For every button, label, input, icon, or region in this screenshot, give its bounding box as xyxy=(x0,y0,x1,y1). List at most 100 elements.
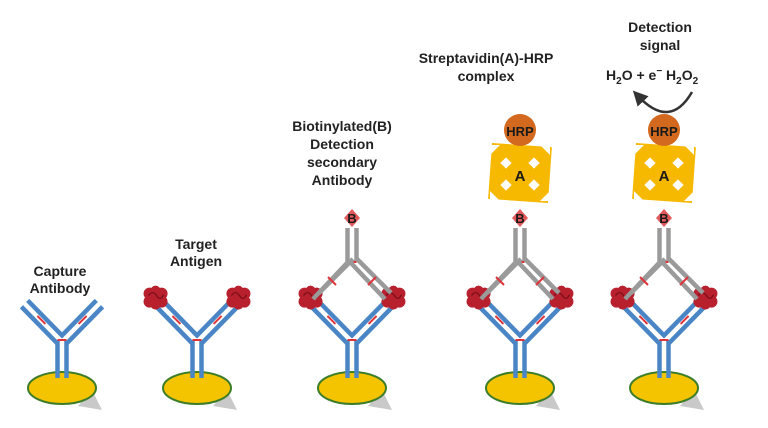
plate-biotinylated-shadow xyxy=(368,390,392,410)
capture-antibody-2-hinge-right xyxy=(367,315,378,325)
streptavidin-cleft xyxy=(672,157,684,169)
detection-hinge-arm xyxy=(639,276,649,286)
biotin-3: B xyxy=(512,209,528,227)
detection-hinge-arm xyxy=(327,276,337,286)
capture-antibody-1-hinge-left xyxy=(171,315,182,325)
biotin-diamond xyxy=(656,209,672,227)
label-signal-line-0: Detection xyxy=(628,19,692,35)
detection-arm-b xyxy=(667,257,705,295)
capture-antibody-2-arm-left xyxy=(316,298,355,339)
stage-signal: B A HRP xyxy=(610,90,718,410)
capture-antibody-0-arm-left xyxy=(19,305,59,345)
antigen-left-2-lobe xyxy=(305,299,316,310)
capture-antibody-0 xyxy=(19,298,105,378)
antigen-right-1-texture xyxy=(230,291,248,299)
capture-antibody-3-arm-left xyxy=(477,305,517,345)
biotin-2: B xyxy=(344,209,360,227)
formula-part: 2 xyxy=(693,76,699,87)
streptavidin-cleft xyxy=(644,179,656,191)
detection-arm-a xyxy=(517,261,555,301)
streptavidin-cleft xyxy=(500,179,512,191)
antigen-left-1 xyxy=(143,285,168,310)
streptavidin-label: A xyxy=(659,168,670,185)
streptavidin-notch xyxy=(634,191,644,201)
label-biotinylated-line-0: Biotinylated(B) xyxy=(292,118,392,134)
capture-antibody-0-arm-left xyxy=(26,298,65,339)
capture-antibody-1-arm-right xyxy=(200,305,240,345)
detection-arm-b xyxy=(317,257,355,295)
capture-antibody-2-hinge-left xyxy=(326,315,337,325)
label-signal: Detection signal xyxy=(628,19,692,53)
label-biotinylated-line-1: Detection xyxy=(310,136,374,152)
streptavidin-hrp-4: A HRP xyxy=(632,114,696,204)
antigen-left-3-lobe xyxy=(473,299,484,310)
capture-antibody-3-arm-right xyxy=(517,298,556,339)
biotin-label: B xyxy=(515,211,524,226)
detection-arm-a xyxy=(661,261,699,301)
label-complex-line-0: Streptavidin(A)-HRP xyxy=(419,50,554,66)
label-antigen-line-1: Antigen xyxy=(170,253,222,269)
capture-antibody-1-hinge-right xyxy=(212,315,223,325)
hrp-circle xyxy=(648,114,680,146)
label-signal-line-1: signal xyxy=(640,37,680,53)
signal-curved-arrow xyxy=(632,90,694,114)
formula-part: H xyxy=(606,67,616,83)
capture-antibody-2 xyxy=(309,298,395,378)
streptavidin-notch xyxy=(634,145,644,155)
capture-antibody-0-arm-right xyxy=(59,298,98,339)
hrp-circle xyxy=(504,114,536,146)
plate-complex xyxy=(485,371,560,410)
detection-arm-b xyxy=(485,257,523,295)
antigen-right-1 xyxy=(226,285,251,310)
capture-antibody-2-arm-right xyxy=(349,298,388,339)
plate-signal-shadow xyxy=(680,390,704,410)
streptavidin-cleft xyxy=(644,157,656,169)
capture-antibody-2-arm-left xyxy=(309,305,349,345)
formula-part: 2 xyxy=(616,76,622,87)
detection-antibody-4 xyxy=(623,228,705,301)
hrp-label: HRP xyxy=(650,124,678,139)
capture-antibody-3-hinge-left xyxy=(494,315,505,325)
stage-complex: B A HRP xyxy=(466,114,574,410)
label-biotinylated-line-2: secondary xyxy=(307,154,377,170)
antigen-left-4-lobe xyxy=(617,299,628,310)
capture-antibody-0-arm-right xyxy=(65,305,105,345)
formula-part: 2 xyxy=(676,76,682,87)
detection-arm-a xyxy=(349,261,387,301)
streptavidin-cleft xyxy=(528,157,540,169)
label-biotinylated-line-3: Antibody xyxy=(312,172,373,188)
plate-complex-shadow xyxy=(536,390,560,410)
detection-arm-b xyxy=(355,257,393,295)
streptavidin-cleft xyxy=(528,179,540,191)
antigen-right-4-lobe xyxy=(700,299,711,310)
antigen-right-1-lobe xyxy=(233,299,244,310)
biotin-label: B xyxy=(659,211,668,226)
antigen-left-3 xyxy=(466,285,491,310)
label-biotinylated: Biotinylated(B) Detection secondaryAntibod… xyxy=(292,118,392,188)
formula-part: O xyxy=(682,67,693,83)
capture-antibody-4-arm-left xyxy=(621,305,661,345)
signal-arrow-4 xyxy=(632,90,694,114)
detection-hinge-arm xyxy=(535,276,545,286)
label-capture-line-1: Antibody xyxy=(30,280,91,296)
hrp-label: HRP xyxy=(506,124,534,139)
detection-antibody-3 xyxy=(479,228,561,301)
detection-arm-b xyxy=(629,257,667,295)
formula-part: O + e xyxy=(622,67,657,83)
streptavidin-notch xyxy=(540,145,550,155)
streptavidin-label: A xyxy=(515,168,526,185)
detection-antibody-2 xyxy=(311,228,393,301)
capture-antibody-2-arm-right xyxy=(355,305,395,345)
plate-capture-shadow xyxy=(78,390,102,410)
formula-part: − xyxy=(656,66,662,77)
streptavidin-cleft xyxy=(500,157,512,169)
capture-antibody-1-arm-left xyxy=(154,305,194,345)
antigen-left-1-lobe xyxy=(150,299,161,310)
streptavidin-hrp-3: A HRP xyxy=(488,114,552,204)
capture-antibody-4-arm-left xyxy=(628,298,667,339)
detection-hinge-arm xyxy=(679,276,689,286)
capture-antibody-3-arm-left xyxy=(484,298,523,339)
